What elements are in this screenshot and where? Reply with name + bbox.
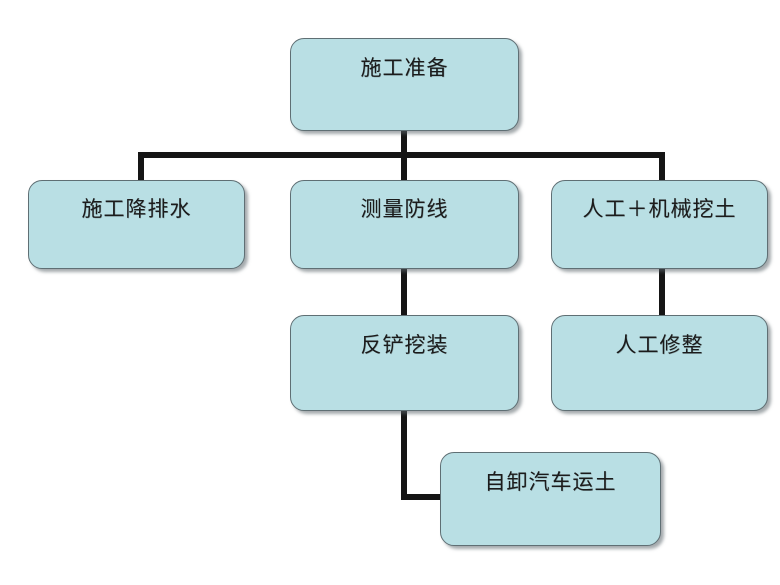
node-label: 施工降排水	[81, 197, 192, 221]
connector-excavate-to-trim	[659, 266, 665, 318]
node-construction-dewatering[interactable]: 施工降排水	[28, 180, 245, 269]
node-label: 人工修整	[615, 333, 704, 357]
connector-bus-to-survey	[401, 152, 407, 182]
connector-backhoe-to-haul-vertical	[401, 408, 407, 500]
connector-bus-to-excavate	[659, 152, 665, 182]
node-label: 反铲挖装	[360, 333, 449, 357]
node-construction-preparation[interactable]: 施工准备	[290, 38, 519, 131]
node-label: 人工＋机械挖土	[582, 197, 737, 221]
node-label: 自卸汽车运土	[484, 470, 617, 494]
node-manual-plus-mechanical-excavation[interactable]: 人工＋机械挖土	[551, 180, 768, 269]
node-manual-trimming[interactable]: 人工修整	[551, 315, 768, 411]
connector-prep-stem	[401, 128, 407, 158]
connector-bus-to-dewater	[138, 152, 144, 182]
node-label: 测量防线	[360, 197, 449, 221]
connector-backhoe-to-haul-horizontal	[401, 494, 445, 500]
connector-survey-to-backhoe	[401, 266, 407, 318]
node-label: 施工准备	[360, 56, 449, 80]
node-backhoe-excavation-loading[interactable]: 反铲挖装	[290, 315, 519, 411]
node-dump-truck-soil-haulage[interactable]: 自卸汽车运土	[440, 452, 661, 546]
node-survey-setting-out[interactable]: 测量防线	[290, 180, 519, 269]
